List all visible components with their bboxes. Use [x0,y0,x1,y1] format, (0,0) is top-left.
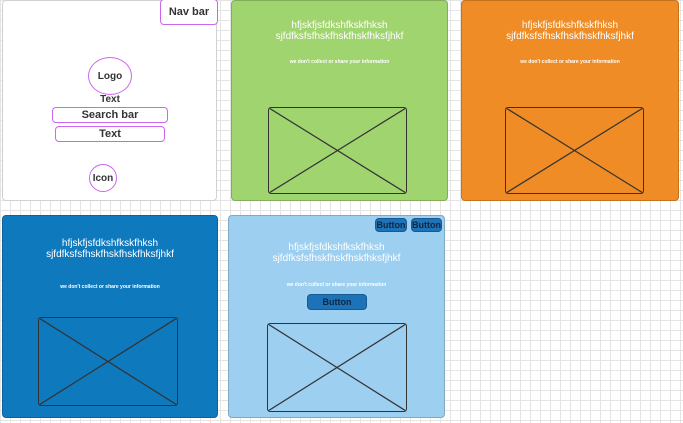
orange-card: hfjskfjsfdkshfkskfhksh sjfdfksfsfhskfhsk… [461,0,679,201]
card-title-line-1: hfjskfjsfdkshfkskfhksh [288,242,385,253]
card-subtitle: we don't collect or share your informati… [60,284,160,290]
image-placeholder [38,317,178,406]
card-title: hfjskfjsfdkshfkskfhksh sjfdfksfsfhskfhsk… [232,20,447,42]
center-button[interactable]: Button [307,294,367,310]
wireframe-panel: Nav bar Logo Text Search bar Text Icon [2,0,218,201]
image-placeholder [267,323,407,412]
top-button-1[interactable]: Button [375,218,407,232]
top-button-2[interactable]: Button [411,218,442,232]
image-placeholder-icon [506,108,643,193]
logo-circle: Logo [88,57,132,95]
text-box: Text [55,126,165,142]
card-title: hfjskfjsfdkshfkskfhksh sjfdfksfsfhskfhsk… [462,20,678,42]
image-placeholder-icon [269,108,406,193]
card-title-line-1: hfjskfjsfdkshfkskfhksh [61,238,159,249]
card-title-line-2: sjfdfksfsfhskfhskfhskfhksfjhkf [506,31,634,42]
image-placeholder [268,107,407,194]
card-title-line-2: sjfdfksfsfhskfhskfhskfhksfjhkf [46,249,174,260]
card-title-line-1: hfjskfjsfdkshfkskfhksh [521,20,619,31]
card-title-line-2: sjfdfksfsfhskfhskfhskfhksfjhkf [275,31,404,42]
image-placeholder-icon [39,318,177,405]
image-placeholder-icon [268,324,406,411]
card-title-line-2: sjfdfksfsfhskfhskfhskfhksfjhkf [272,253,401,264]
light-blue-card: Button Button hfjskfjsfdkshfkskfhksh sjf… [228,215,445,418]
search-bar-box[interactable]: Search bar [52,107,168,123]
blue-card: hfjskfjsfdkshfkskfhksh sjfdfksfsfhskfhsk… [2,215,218,418]
card-title: hfjskfjsfdkshfkskfhksh sjfdfksfsfhskfhsk… [3,238,217,260]
icon-circle[interactable]: Icon [89,164,117,192]
nav-bar-box[interactable]: Nav bar [160,0,218,25]
green-card: hfjskfjsfdkshfkskfhksh sjfdfksfsfhskfhsk… [231,0,448,201]
card-subtitle: we don't collect or share your informati… [520,59,620,65]
card-title: hfjskfjsfdkshfkskfhksh sjfdfksfsfhskfhsk… [229,242,444,264]
image-placeholder [505,107,644,194]
card-title-line-1: hfjskfjsfdkshfkskfhksh [291,20,388,31]
text-label: Text [100,94,120,105]
card-subtitle: we don't collect or share your informati… [289,59,390,65]
card-subtitle: we don't collect or share your informati… [286,282,387,288]
